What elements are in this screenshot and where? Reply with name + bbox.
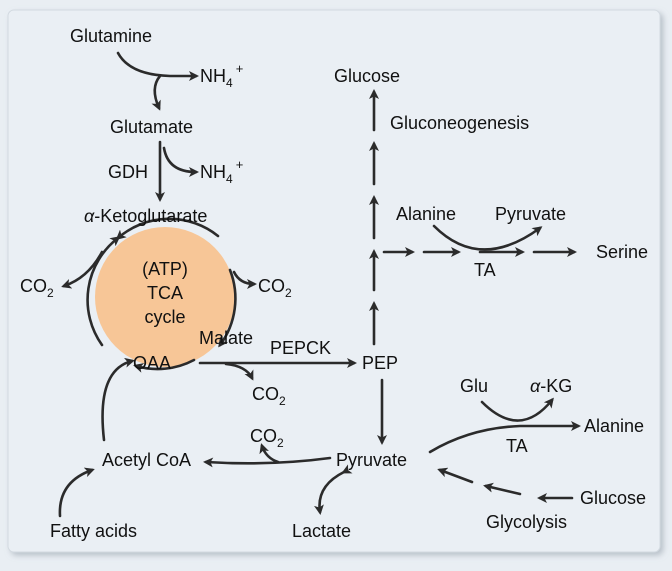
label-acetyl-coa: Acetyl CoA — [102, 450, 191, 470]
label-alanine-top: Alanine — [396, 204, 456, 224]
label-ta-top: TA — [474, 260, 496, 280]
label-tca: TCA — [147, 283, 183, 303]
arrow-gdh-nh4 — [162, 146, 199, 177]
akg-alpha-symbol: α — [530, 376, 541, 396]
arrow-pepck-co2 — [224, 362, 254, 381]
tca-arc-left — [86, 236, 121, 347]
diagram-panel — [7, 9, 661, 553]
arrow-glycolysis-2 — [483, 482, 522, 496]
tca-arc-upper — [115, 217, 220, 240]
alpha-symbol: α — [84, 206, 95, 226]
label-atp: (ATP) — [142, 259, 188, 279]
arrow-co2-left — [61, 250, 104, 289]
arrow-co2-bottom — [259, 443, 280, 464]
label-akg: α-KG — [530, 376, 572, 396]
arrow-pyruvate-alanine — [428, 421, 581, 454]
label-glutamine: Glutamine — [70, 26, 152, 46]
label-glucose-bottom: Glucose — [580, 488, 646, 508]
tca-arc-right — [218, 268, 237, 348]
arrow-glutamine-nh4 — [116, 51, 199, 81]
label-gdh: GDH — [108, 162, 148, 182]
label-glycolysis: Glycolysis — [486, 512, 567, 532]
label-serine: Serine — [596, 242, 648, 262]
tca-arc-lower — [133, 358, 196, 373]
label-glucose-top: Glucose — [334, 66, 400, 86]
arrow-pyruvate-acetylcoa — [203, 456, 332, 468]
arrow-acetylcoa-oaa — [101, 357, 135, 442]
label-co2-left: CO2 — [20, 276, 54, 300]
label-ta-bottom: TA — [506, 436, 528, 456]
label-nh4-1: NH4+ — [200, 61, 243, 90]
label-lactate: Lactate — [292, 521, 351, 541]
arrow-pyruvate-lactate — [313, 464, 353, 515]
arrow-alanine-pyruvate-top — [432, 224, 543, 251]
label-co2-right: CO2 — [258, 276, 292, 300]
label-pepck: PEPCK — [270, 338, 331, 358]
label-alpha-kg: α-Ketoglutarate — [84, 206, 207, 226]
label-fatty-acids: Fatty acids — [50, 521, 137, 541]
label-oaa: OAA — [133, 353, 171, 373]
label-cycle: cycle — [144, 307, 185, 327]
label-alanine-right: Alanine — [584, 416, 644, 436]
arrow-fattyacids-acetylcoa — [58, 467, 95, 518]
label-gluconeogenesis: Gluconeogenesis — [390, 113, 529, 133]
arrow-co2-right — [232, 270, 257, 289]
label-pyruvate-top: Pyruvate — [495, 204, 566, 224]
arrow-glutamine-glutamate — [151, 74, 162, 111]
label-nh4-2: NH4+ — [200, 157, 243, 186]
label-glu: Glu — [460, 376, 488, 396]
label-malate: Malate — [199, 328, 253, 348]
label-pyruvate-center: Pyruvate — [336, 450, 407, 470]
label-glutamate: Glutamate — [110, 117, 193, 137]
arrow-glu-akg — [480, 397, 554, 422]
akg-rest: -KG — [540, 376, 572, 396]
alpha-kg-rest: -Ketoglutarate — [94, 206, 207, 226]
label-co2-bottom: CO2 — [250, 426, 284, 450]
label-pep: PEP — [362, 353, 398, 373]
arrow-glycolysis-3 — [437, 467, 474, 484]
tca-cycle-circle — [95, 227, 235, 367]
label-co2-pepck: CO2 — [252, 384, 286, 408]
